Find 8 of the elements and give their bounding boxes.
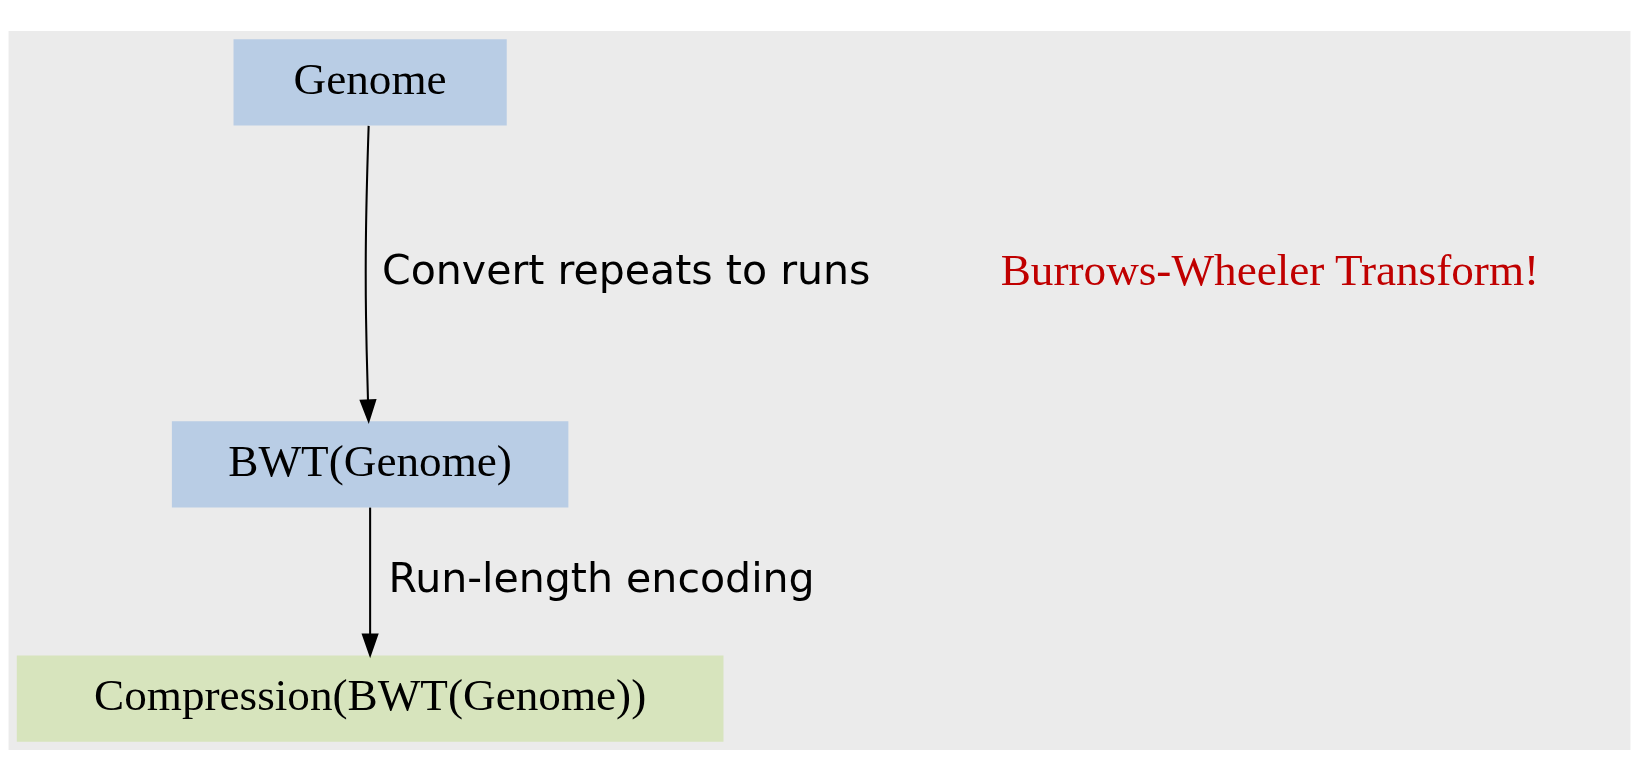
edge-label: Run-length encoding: [388, 553, 815, 602]
node-box: Genome: [233, 39, 507, 126]
arrow: [361, 507, 379, 659]
node-box: BWT(Genome): [171, 421, 569, 508]
arrow: [359, 125, 377, 424]
edge-label: Convert repeats to runs: [381, 245, 871, 294]
label: Burrows-Wheeler Transform!: [1000, 244, 1540, 295]
node-box: Compression(BWT(Genome)): [16, 655, 724, 742]
